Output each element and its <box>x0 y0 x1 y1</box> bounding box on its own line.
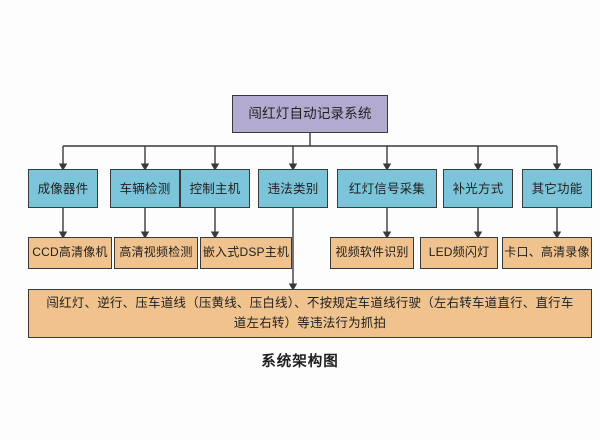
level1-node-label: 车辆检测 <box>119 181 171 196</box>
diagram-caption-text: 系统架构图 <box>261 354 339 370</box>
level2-node-video-software-recognition: 视频软件识别 <box>330 237 414 269</box>
root-node-label: 闯红灯自动记录系统 <box>248 106 372 122</box>
level1-node-label: 红灯信号采集 <box>348 181 426 196</box>
level2-node-label: 卡口、高清录像 <box>504 245 590 260</box>
level1-node-fill-light-method: 补光方式 <box>443 169 513 208</box>
diagram-caption: 系统架构图 <box>0 350 600 371</box>
level1-node-vehicle-detection: 车辆检测 <box>110 169 180 208</box>
level2-node-embedded-dsp-host: 嵌入式DSP主机 <box>200 237 292 269</box>
level1-node-other-functions: 其它功能 <box>522 169 592 208</box>
level2-node-ccd-hd-camera: CCD高清像机 <box>28 237 112 269</box>
level2-node-label: 视频软件识别 <box>335 245 409 260</box>
level2-node-checkpoint-hd-recording: 卡口、高清录像 <box>502 237 592 269</box>
level2-node-label: 高清视频检测 <box>119 245 193 260</box>
level1-node-red-light-signal-acquisition: 红灯信号采集 <box>337 169 437 208</box>
level1-node-imaging-device: 成像器件 <box>28 169 98 208</box>
root-node-system: 闯红灯自动记录系统 <box>232 95 388 133</box>
level1-node-label: 补光方式 <box>452 181 504 196</box>
level1-node-label: 控制主机 <box>189 181 241 196</box>
detail-node-label: 闯红灯、逆行、压车道线（压黄线、压白线）、不按规定车道线行驶（左右转车道直行、直… <box>46 296 574 330</box>
level1-node-label: 其它功能 <box>531 181 583 196</box>
level1-node-control-host: 控制主机 <box>180 169 250 208</box>
detail-node-violation-capture: 闯红灯、逆行、压车道线（压黄线、压白线）、不按规定车道线行驶（左右转车道直行、直… <box>28 289 592 338</box>
level1-node-label: 违法类别 <box>267 181 319 196</box>
level2-node-label: 嵌入式DSP主机 <box>202 245 290 260</box>
level2-node-hd-video-detection: 高清视频检测 <box>114 237 198 269</box>
level2-node-label: CCD高清像机 <box>32 245 108 260</box>
level1-node-violation-category: 违法类别 <box>258 169 328 208</box>
level2-node-led-strobe-light: LED频闪灯 <box>420 237 498 269</box>
level2-node-label: LED频闪灯 <box>428 245 490 260</box>
level1-node-label: 成像器件 <box>37 181 89 196</box>
